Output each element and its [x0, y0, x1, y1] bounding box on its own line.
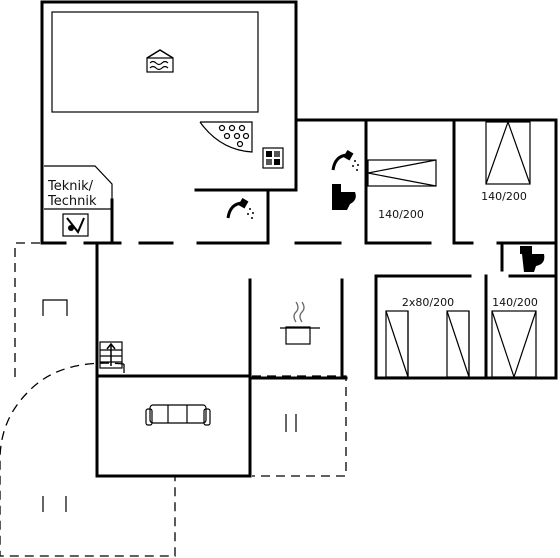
- bedroom-2: 140/200: [481, 120, 531, 203]
- shower-icon: [226, 198, 254, 219]
- technik-room: Teknik/ Technik: [44, 165, 113, 243]
- terrace-chair-icon: [285, 414, 297, 432]
- washing-machine-icon: [62, 213, 89, 237]
- cooking-pot-icon: [280, 301, 320, 345]
- bed-size-label: 2x80/200: [402, 296, 454, 309]
- sofa-icon: [145, 404, 211, 426]
- technik-label-line1: Teknik/: [47, 179, 94, 194]
- toilet-icon: [520, 246, 545, 272]
- terrace-outline: [0, 242, 347, 557]
- technik-label-line2: Technik: [47, 194, 97, 209]
- bedroom-4: 140/200: [491, 296, 538, 379]
- bedroom-1: 140/200: [367, 159, 437, 221]
- whirlpool-icon: [199, 121, 253, 153]
- walls: [40, 0, 558, 478]
- toilet-icon: [332, 184, 356, 210]
- sauna-icon: [262, 147, 284, 169]
- pool-icon: [146, 49, 174, 73]
- terrace-chair-icon: [42, 299, 68, 316]
- bed-size-label: 140/200: [481, 190, 527, 203]
- bedroom-3: 2x80/200: [385, 296, 470, 378]
- bed-size-label: 140/200: [378, 208, 424, 221]
- pool: [51, 11, 259, 113]
- terrace-chair-icon: [42, 496, 67, 512]
- shower-icon: [331, 150, 359, 171]
- bed-size-label: 140/200: [492, 296, 538, 309]
- stairs-icon: [99, 341, 123, 369]
